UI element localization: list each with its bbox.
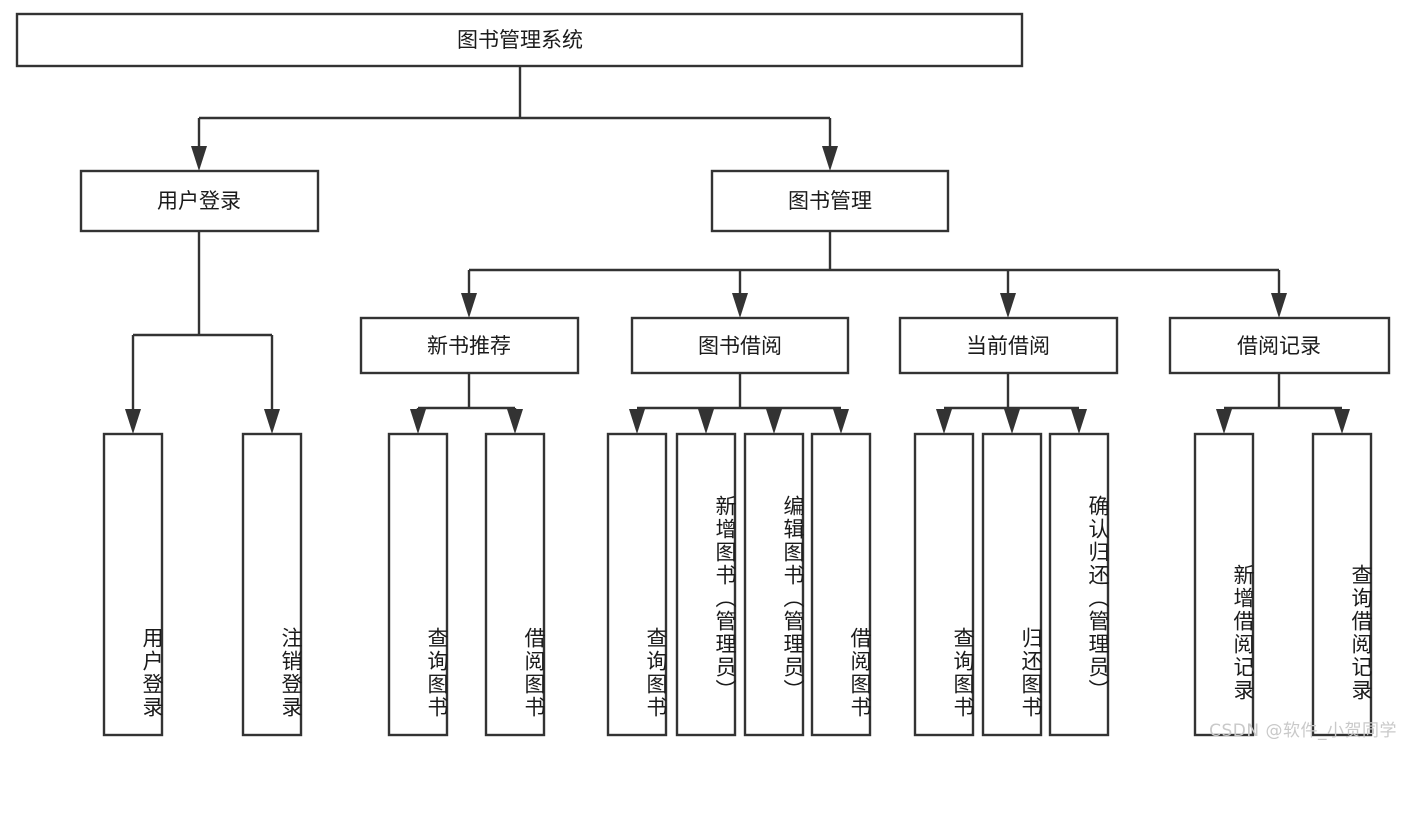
node-leaf-user-login-box[interactable]: [102, 432, 164, 737]
arrow-head-leaf-query-borrow-record: [1334, 409, 1350, 434]
arrow-head-leaf-edit-book-admin: [766, 409, 782, 434]
arrow-head-leaf-query-book-borrow: [629, 409, 645, 434]
arrow-head-book-management: [822, 146, 838, 171]
arrow-head-user-login: [191, 146, 207, 171]
node-root[interactable]: 图书管理系统: [15, 12, 1024, 68]
arrow-head-leaf-query-book-current: [936, 409, 952, 434]
arrow-head-leaf-add-book-admin: [698, 409, 714, 434]
node-user-login-label: 用户登录: [157, 189, 241, 213]
node-borrow-record-label: 借阅记录: [1237, 334, 1321, 358]
leaf-boxes-layer: [102, 432, 1373, 737]
node-book-borrow-box[interactable]: [630, 316, 850, 375]
node-user-login-box[interactable]: [79, 169, 320, 233]
node-leaf-query-book-borrow-box[interactable]: [606, 432, 668, 737]
node-user-login[interactable]: 用户登录: [79, 169, 320, 233]
node-new-book-recommend-box[interactable]: [359, 316, 580, 375]
node-leaf-confirm-return-admin-box[interactable]: [1048, 432, 1110, 737]
node-book-borrow[interactable]: 图书借阅: [630, 316, 850, 375]
arrow-head-book-borrow: [732, 293, 748, 318]
node-borrow-record[interactable]: 借阅记录: [1168, 316, 1391, 375]
node-new-book-recommend-label: 新书推荐: [427, 334, 511, 358]
node-leaf-add-borrow-record-box[interactable]: [1193, 432, 1255, 737]
arrow-head-leaf-confirm-return-admin: [1071, 409, 1087, 434]
node-book-borrow-label: 图书借阅: [698, 334, 782, 358]
node-leaf-logout-box[interactable]: [241, 432, 303, 737]
node-book-management[interactable]: 图书管理: [710, 169, 950, 233]
arrow-head-leaf-logout: [264, 409, 280, 434]
arrow-head-borrow-record: [1271, 293, 1287, 318]
node-new-book-recommend[interactable]: 新书推荐: [359, 316, 580, 375]
arrow-head-leaf-user-login: [125, 409, 141, 434]
node-leaf-borrow-book-recommend-box[interactable]: [484, 432, 546, 737]
arrow-head-leaf-borrow-book-recommend: [507, 409, 523, 434]
diagram-canvas: 图书管理系统 用户登录 图书管理 新书推荐 图书借阅 当前借阅 借阅记录: [15, 12, 1397, 741]
node-leaf-query-book-current-box[interactable]: [913, 432, 975, 737]
arrow-head-current-borrow: [1000, 293, 1016, 318]
connector-layer: [125, 66, 1350, 434]
node-leaf-query-book-recommend-box[interactable]: [387, 432, 449, 737]
arrow-head-leaf-query-book-recommend: [410, 409, 426, 434]
node-borrow-record-box[interactable]: [1168, 316, 1391, 375]
node-book-management-box[interactable]: [710, 169, 950, 233]
arrow-head-leaf-return-book: [1004, 409, 1020, 434]
arrow-head-new-book-recommend: [461, 293, 477, 318]
node-current-borrow-label: 当前借阅: [966, 334, 1050, 358]
node-current-borrow[interactable]: 当前借阅: [898, 316, 1119, 375]
arrow-head-leaf-add-borrow-record: [1216, 409, 1232, 434]
csdn-watermark: CSDN @软件_小贺同学: [1209, 721, 1397, 741]
node-leaf-borrow-book-box[interactable]: [810, 432, 872, 737]
arrow-head-leaf-borrow-book: [833, 409, 849, 434]
node-current-borrow-box[interactable]: [898, 316, 1119, 375]
node-root-box[interactable]: [15, 12, 1024, 68]
node-leaf-edit-book-admin-box[interactable]: [743, 432, 805, 737]
node-book-management-label: 图书管理: [788, 189, 872, 213]
node-leaf-query-borrow-record-box[interactable]: [1311, 432, 1373, 737]
node-leaf-return-book-box[interactable]: [981, 432, 1043, 737]
node-root-label: 图书管理系统: [457, 28, 583, 52]
node-leaf-add-book-admin-box[interactable]: [675, 432, 737, 737]
diagram-svg: 图书管理系统 用户登录 图书管理 新书推荐 图书借阅 当前借阅 借阅记录: [15, 12, 1391, 737]
